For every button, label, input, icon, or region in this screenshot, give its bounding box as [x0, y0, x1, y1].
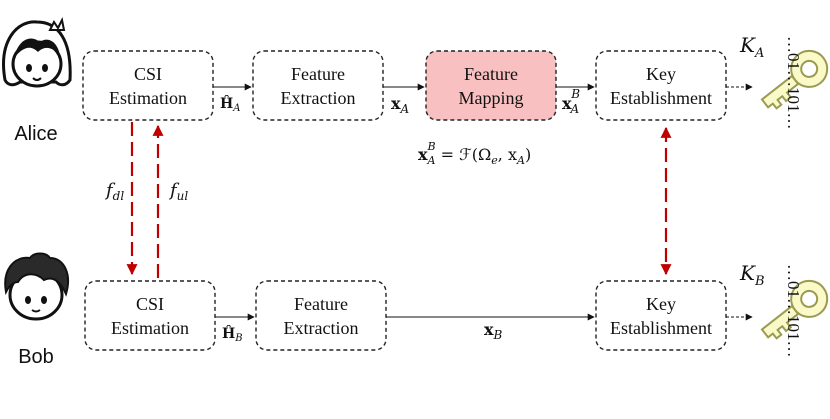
alice-x-label: xA: [391, 94, 410, 116]
box-label-line1: Key: [646, 64, 676, 84]
alice-avatar: [2, 16, 72, 88]
alice-h-hat-label: ĤA: [220, 94, 240, 114]
bob-csi-estimation-box: CSI Estimation: [84, 280, 216, 351]
alice-csi-estimation-box: CSI Estimation: [82, 50, 214, 121]
alice-xb-label: xAB: [562, 87, 580, 116]
bob-key-establishment-box: Key Establishment: [595, 280, 727, 351]
box-label-line1: CSI: [134, 64, 162, 84]
bob-key-label: KB: [739, 261, 765, 289]
box-label-line2: Establishment: [610, 318, 712, 338]
alice-label: Alice: [14, 123, 57, 145]
bob-feature-extraction-box: Feature Extraction: [255, 280, 387, 351]
crown-icon: [48, 16, 66, 31]
alice-feature-mapping-box: Feature Mapping: [425, 50, 557, 121]
alice-feature-extraction-box: Feature Extraction: [252, 50, 384, 121]
bob-label: Bob: [18, 346, 54, 368]
uplink-label: ful: [168, 180, 188, 203]
bob-key-bits: …01…101…: [784, 264, 803, 358]
box-label-line1: Key: [646, 294, 676, 314]
bob-avatar: [4, 252, 69, 321]
box-label-line2: Mapping: [459, 88, 524, 108]
box-label-line2: Estimation: [109, 88, 187, 108]
box-label-line2: Estimation: [111, 318, 189, 338]
box-label-line2: Establishment: [610, 88, 712, 108]
bob-h-hat-label: ĤB: [222, 324, 243, 344]
downlink-label: fdl: [104, 180, 124, 203]
box-label-line2: Extraction: [284, 318, 359, 338]
box-label-line1: Feature: [291, 64, 345, 84]
mapping-formula: xAB = ℱ(Ωe, xA): [418, 140, 531, 167]
box-label-line1: Feature: [464, 64, 518, 84]
bob-key-icon: [760, 279, 829, 340]
alice-key-label: KA: [739, 33, 764, 61]
box-label-line1: CSI: [136, 294, 164, 314]
bob-x-label: xB: [484, 320, 503, 342]
box-label-line1: Feature: [294, 294, 348, 314]
alice-key-establishment-box: Key Establishment: [595, 50, 727, 121]
alice-key-icon: [760, 49, 829, 110]
box-label-line2: Extraction: [281, 88, 356, 108]
alice-key-bits: …01…101…: [784, 36, 803, 130]
